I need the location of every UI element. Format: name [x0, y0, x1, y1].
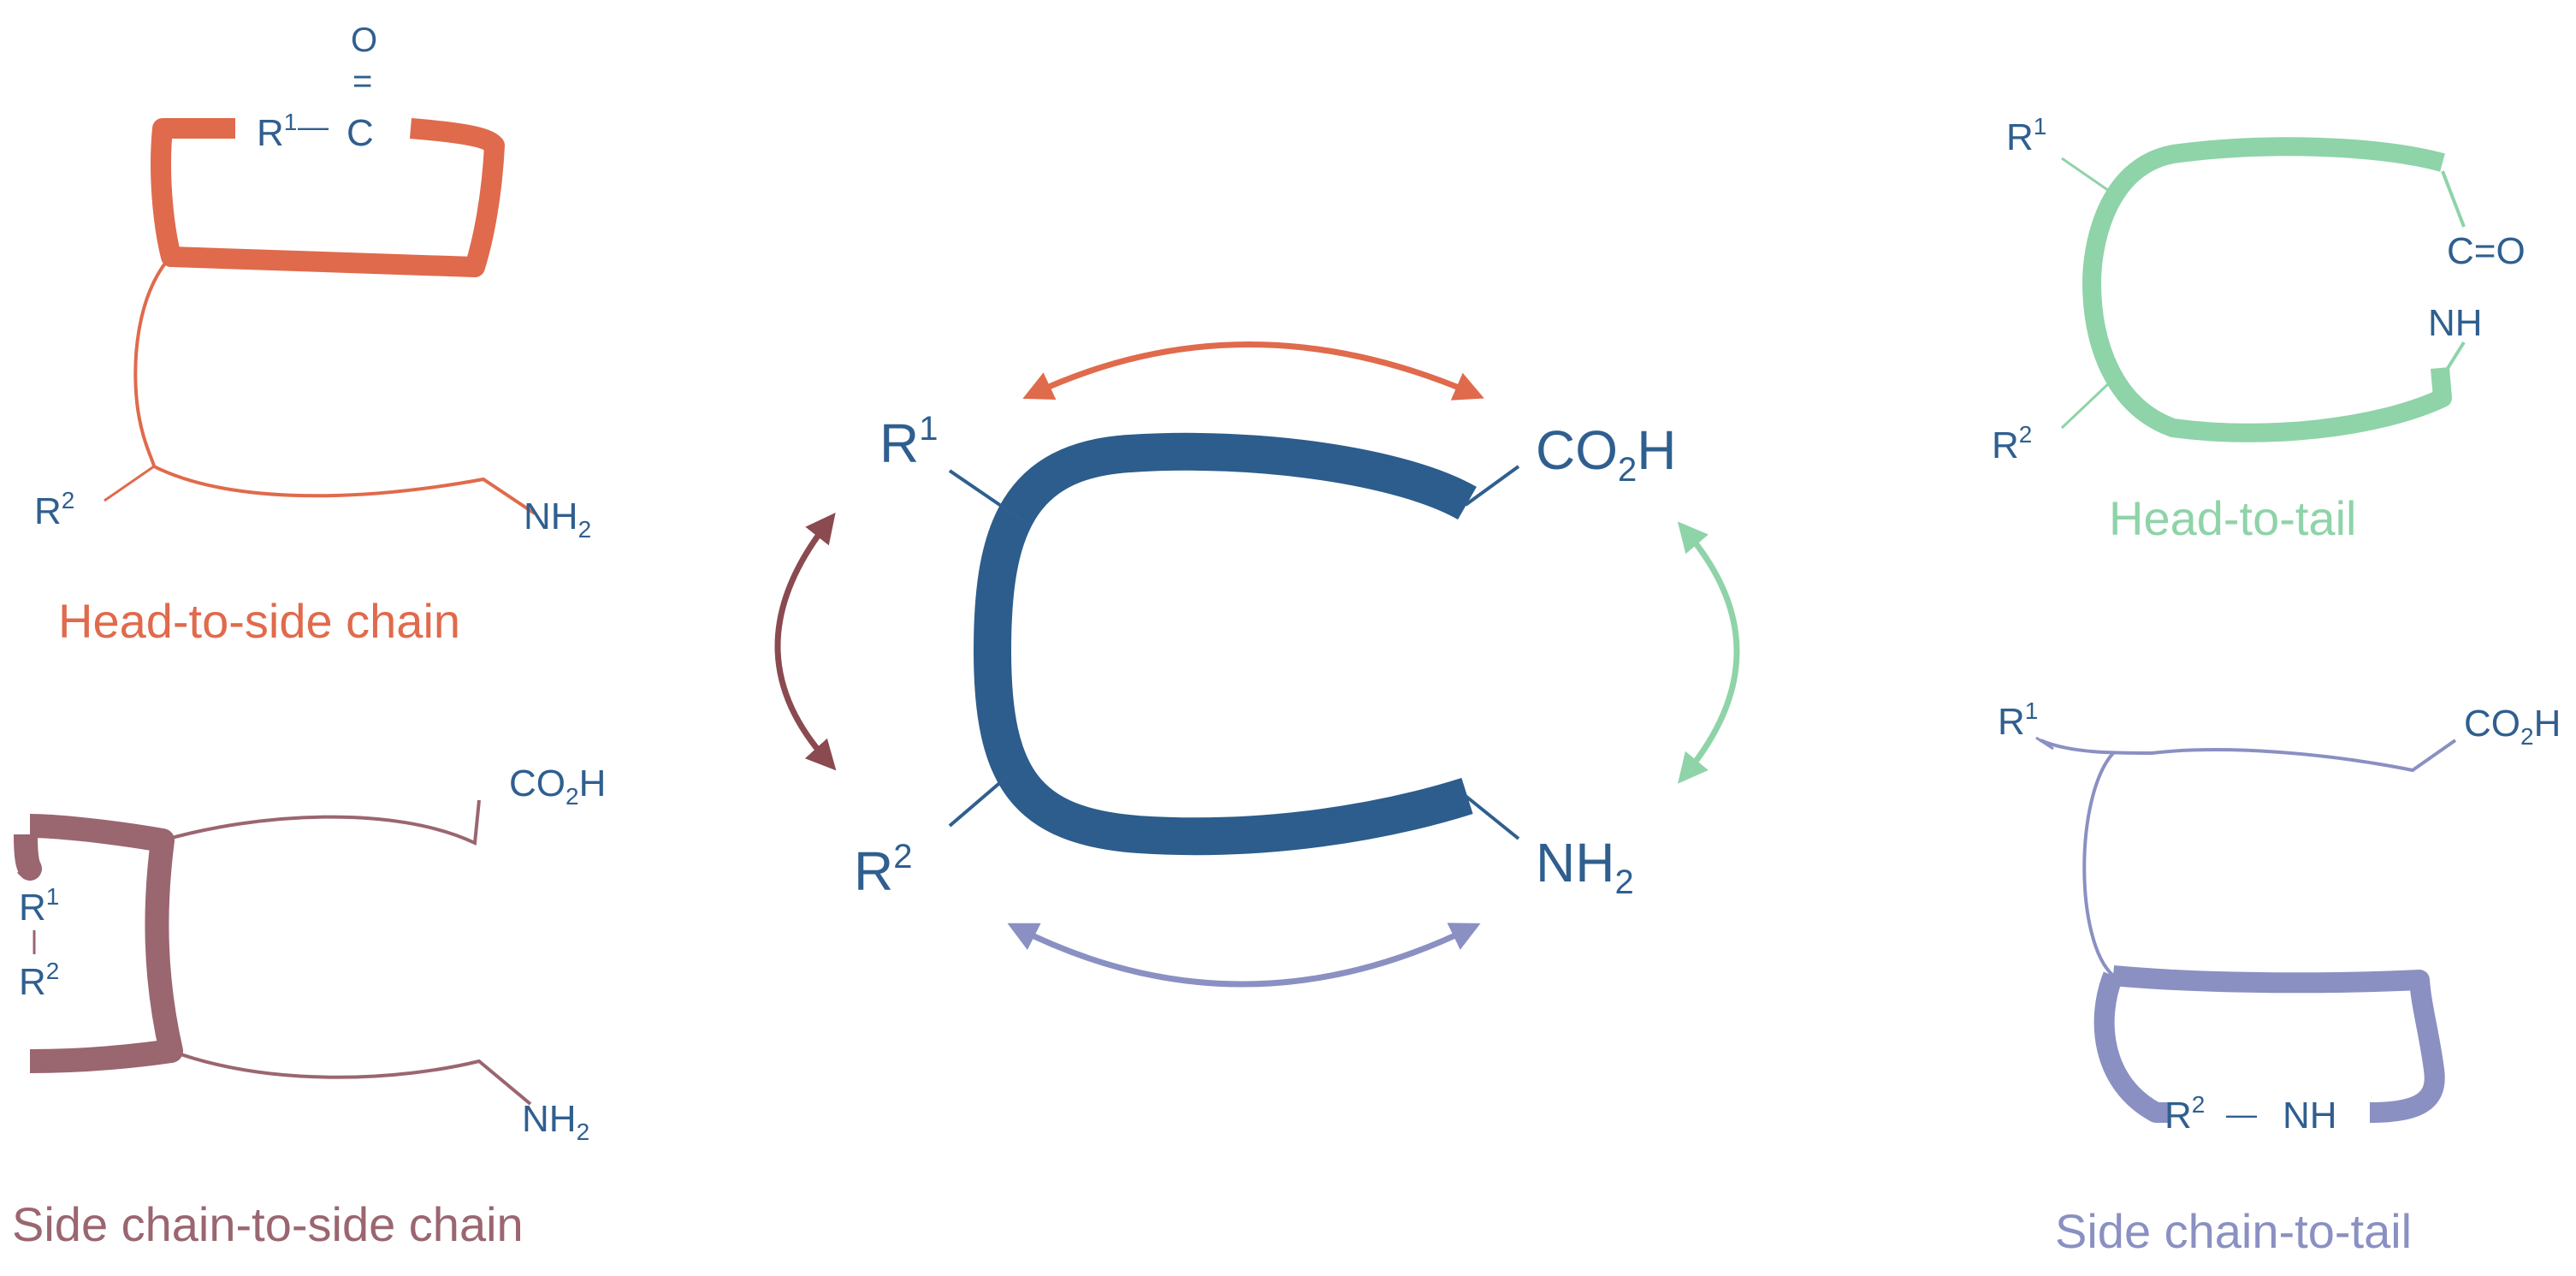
side-to-tail-r2-label: R2: [2164, 1091, 2205, 1137]
head-to-side-panel: O = R1 — C R2 NH2 Head-to-side chain: [34, 21, 591, 648]
central-backbone: [973, 432, 1477, 856]
side-to-tail-nh-label: NH: [2283, 1095, 2337, 1137]
side-to-tail-cooh-label: CO2H: [2464, 703, 2561, 750]
central-nh2-label: NH2: [1536, 832, 1634, 901]
central-r1-label: R1: [879, 410, 938, 474]
arrow-head-to-side: [1022, 341, 1484, 401]
arrow-side-to-tail: [1007, 923, 1481, 988]
side-to-side-caption: Side chain-to-side chain: [12, 1197, 524, 1251]
head-to-side-c: C: [346, 112, 374, 154]
head-to-tail-nh-label: NH: [2428, 302, 2483, 344]
side-to-tail-r1-bond: [2035, 736, 2054, 751]
central-cooh-label: CO2H: [1536, 419, 1676, 489]
head-to-side-r2-bond: [104, 465, 155, 502]
side-to-tail-chain: [2040, 739, 2457, 977]
side-to-side-ring: [14, 814, 183, 1073]
head-to-side-r1-label: R1: [257, 109, 297, 154]
side-to-tail-ring: [2093, 965, 2445, 1123]
head-to-tail-r2-label: R2: [1992, 421, 2032, 466]
side-to-side-panel: CO2H R1 R2 NH2 Side chain-to-side chain: [12, 763, 606, 1251]
head-to-side-caption: Head-to-side chain: [58, 594, 460, 648]
head-to-side-o: O: [351, 21, 377, 59]
side-to-side-r2-label: R2: [19, 958, 59, 1003]
side-to-tail-caption: Side chain-to-tail: [2055, 1204, 2412, 1258]
head-to-tail-panel: R1 R2 C=O NH Head-to-tail: [1992, 113, 2526, 545]
head-to-side-ring: [151, 118, 505, 277]
side-to-side-r1-label: R1: [19, 883, 59, 929]
head-to-tail-co-label: C=O: [2447, 230, 2526, 272]
head-to-tail-nh-bond: [2441, 341, 2466, 378]
central-r2-bond: [948, 773, 1011, 828]
side-to-tail-dash: —: [2226, 1096, 2257, 1131]
side-to-tail-r1-label: R1: [1998, 697, 2038, 743]
arrow-head-to-tail: [1677, 521, 1740, 784]
head-to-side-nh2-label: NH2: [524, 496, 591, 543]
head-to-tail-ring: [2082, 137, 2452, 442]
head-to-tail-co-bond: [2441, 170, 2466, 228]
head-to-side-eq: =: [352, 62, 372, 100]
head-to-side-dash: —: [298, 109, 329, 144]
head-to-tail-r2-bond: [2060, 379, 2113, 430]
head-to-tail-r1-label: R1: [2006, 113, 2046, 158]
side-to-tail-panel: R1 CO2H R2 — NH Side chain-to-tail: [1998, 697, 2561, 1258]
central-peptide: R1 R2 CO2H NH2: [854, 410, 1676, 902]
head-to-tail-r1-bond: [2061, 157, 2112, 194]
head-to-side-chain: [133, 259, 536, 515]
side-to-side-cooh-label: CO2H: [509, 763, 606, 810]
side-to-side-chain: [162, 799, 532, 1106]
central-cooh-bond: [1464, 465, 1520, 507]
head-to-side-r2-label: R2: [34, 487, 74, 532]
side-to-side-nh2-label: NH2: [522, 1098, 589, 1145]
arrow-side-to-side: [774, 512, 837, 771]
central-r1-bond: [948, 469, 1027, 524]
head-to-tail-caption: Head-to-tail: [2109, 491, 2356, 545]
central-r2-label: R2: [854, 838, 912, 902]
central-nh2-bond: [1464, 794, 1520, 840]
